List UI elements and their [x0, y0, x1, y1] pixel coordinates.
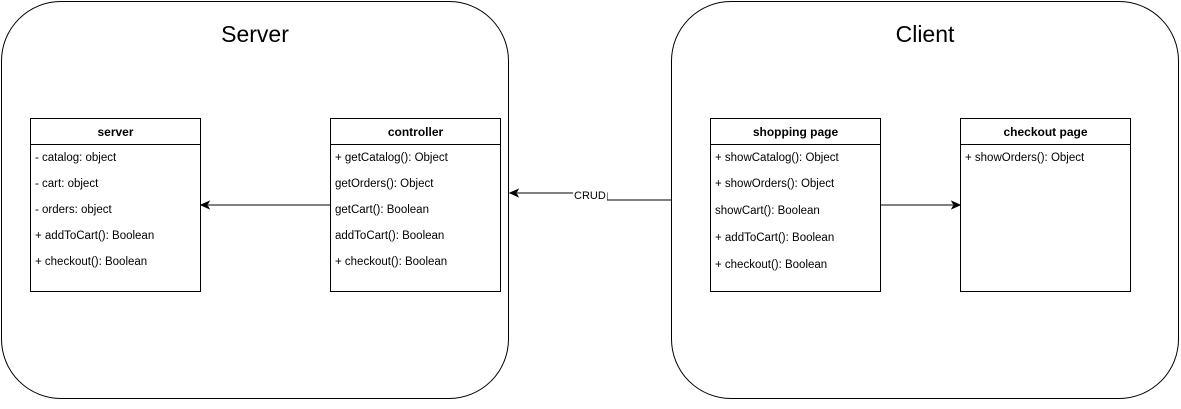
class-member: - catalog: object [35, 152, 117, 164]
class-controller-name: controller [331, 119, 500, 145]
class-server-name: server [31, 119, 200, 145]
class-controller-members: + getCatalog(): Object getOrders(): Obje… [331, 145, 500, 275]
class-member: + checkout(): Boolean [335, 256, 448, 268]
class-checkout-page[interactable]: checkout page + showOrders(): Object [960, 118, 1131, 292]
class-server[interactable]: server - catalog: object - cart: object … [30, 118, 201, 292]
class-member: + addToCart(): Boolean [35, 230, 155, 242]
server-container-title: Server [221, 21, 289, 47]
class-shopping-page-name: shopping page [711, 119, 880, 145]
class-checkout-page-name: checkout page [961, 119, 1130, 145]
class-member: + showOrders(): Object [965, 152, 1085, 164]
class-controller[interactable]: controller + getCatalog(): Object getOrd… [330, 118, 501, 292]
class-server-members: - catalog: object - cart: object - order… [31, 145, 200, 275]
class-member: + getCatalog(): Object [335, 152, 448, 164]
crud-edge-label: CRUD [573, 190, 607, 203]
class-shopping-page-members: + showCatalog(): Object + showOrders(): … [711, 145, 880, 278]
client-container-title: Client [895, 21, 955, 47]
class-member: - cart: object [35, 178, 99, 190]
class-member: + checkout(): Boolean [715, 259, 828, 271]
class-member: getCart(): Boolean [335, 204, 429, 216]
class-shopping-page[interactable]: shopping page + showCatalog(): Object + … [710, 118, 881, 292]
class-member: + addToCart(): Boolean [715, 232, 835, 244]
class-member: showCart(): Boolean [715, 205, 820, 217]
class-member: + showCatalog(): Object [715, 152, 839, 164]
class-checkout-page-members: + showOrders(): Object [961, 145, 1130, 171]
arrowhead-icon [508, 188, 520, 198]
class-member: + checkout(): Boolean [35, 256, 148, 268]
class-member: - orders: object [35, 204, 112, 216]
class-member: addToCart(): Boolean [335, 230, 445, 242]
class-member: + showOrders(): Object [715, 178, 835, 190]
class-member: getOrders(): Object [335, 178, 434, 190]
